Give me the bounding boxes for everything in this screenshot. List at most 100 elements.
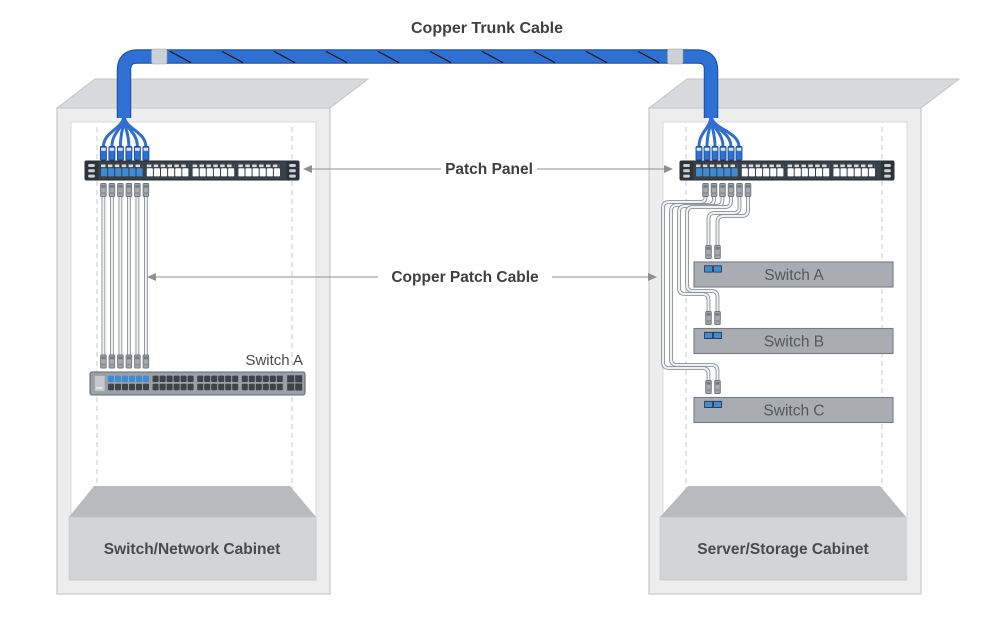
panel-port bbox=[868, 168, 875, 177]
switch-port bbox=[136, 375, 142, 382]
right-switch-c-label: Switch C bbox=[763, 402, 824, 419]
panel-port bbox=[228, 168, 235, 177]
panel-port bbox=[192, 168, 199, 177]
twist-mark bbox=[221, 50, 244, 64]
switch-port bbox=[704, 265, 713, 273]
left-patch-cords bbox=[100, 183, 150, 369]
rj45-connector-icon bbox=[705, 245, 712, 259]
mount-hole-icon bbox=[289, 164, 296, 167]
panel-port bbox=[756, 168, 763, 177]
trunk-cable-sleeve bbox=[151, 48, 168, 65]
trunk-cable-body bbox=[118, 50, 717, 118]
twist-mark bbox=[637, 50, 660, 64]
twist-mark bbox=[169, 50, 192, 64]
panel-port bbox=[854, 168, 861, 177]
switch-port bbox=[204, 383, 211, 391]
left-switch-ports bbox=[108, 375, 303, 391]
switch-port bbox=[115, 383, 121, 391]
mount-hole-icon bbox=[289, 174, 296, 178]
switch-port bbox=[197, 375, 204, 382]
switch-port bbox=[218, 383, 225, 391]
rj45-connector-icon bbox=[744, 183, 752, 197]
switch-port bbox=[166, 383, 173, 391]
switch-port bbox=[159, 375, 166, 382]
trunk-connector-icon bbox=[695, 146, 703, 161]
mount-hole-icon bbox=[683, 169, 690, 173]
panel-port bbox=[238, 168, 245, 177]
switch-port bbox=[180, 383, 187, 391]
left-cabinet-top-face bbox=[55, 78, 370, 109]
rj45-connector-icon bbox=[714, 311, 721, 325]
panel-port bbox=[266, 168, 273, 177]
switch-port bbox=[129, 375, 135, 382]
panel-port bbox=[108, 168, 115, 177]
left-switch bbox=[89, 371, 306, 396]
panel-port bbox=[748, 168, 755, 177]
right-pedestal-top bbox=[660, 486, 906, 517]
switch-port bbox=[115, 375, 121, 382]
diagram-title: Copper Trunk Cable bbox=[411, 20, 563, 37]
trunk-connector-icon bbox=[133, 146, 141, 161]
panel-port bbox=[703, 168, 710, 177]
trunk-fanout-connectors bbox=[99, 146, 743, 161]
panel-port bbox=[763, 168, 770, 177]
switch-port bbox=[218, 375, 225, 382]
switch-port bbox=[122, 375, 128, 382]
switch-port bbox=[713, 400, 722, 408]
left-switch-body bbox=[89, 371, 306, 396]
rj45-connector-icon bbox=[710, 183, 718, 197]
switch-port bbox=[713, 331, 722, 339]
panel-port bbox=[161, 168, 168, 177]
switch-port bbox=[122, 383, 128, 391]
switch-port bbox=[143, 383, 149, 391]
panel-port bbox=[696, 168, 703, 177]
left-pedestal-front bbox=[68, 516, 317, 581]
trunk-connector-icon bbox=[142, 146, 150, 161]
left-patch-panel bbox=[84, 160, 300, 181]
switch-port bbox=[173, 375, 180, 382]
right-patch-panel bbox=[679, 160, 895, 181]
trunk-connector-icon bbox=[711, 146, 719, 161]
panel-port bbox=[823, 168, 830, 177]
switch-port bbox=[248, 375, 255, 382]
switch-port bbox=[143, 375, 149, 382]
switch-port bbox=[136, 383, 142, 391]
panel-port bbox=[221, 168, 228, 177]
panel-port bbox=[259, 168, 266, 177]
rj45-connector-icon bbox=[108, 354, 116, 369]
mount-hole-icon bbox=[88, 169, 95, 173]
rj45-connector-icon bbox=[125, 183, 133, 197]
switch-port bbox=[108, 375, 114, 382]
trunk-connector-icon bbox=[108, 146, 116, 161]
twist-mark bbox=[377, 50, 400, 64]
arrowhead-left-icon bbox=[147, 273, 156, 281]
arrowhead-right-icon bbox=[648, 273, 657, 281]
switch-port bbox=[197, 383, 204, 391]
copper-patch-cable-label: Copper Patch Cable bbox=[391, 269, 539, 286]
panel-port bbox=[213, 168, 220, 177]
switch-port bbox=[704, 400, 713, 408]
switch-port bbox=[241, 375, 248, 382]
left-pedestal-top bbox=[69, 486, 316, 517]
mount-hole-icon bbox=[884, 169, 891, 173]
right-switch-b-body bbox=[693, 327, 894, 355]
rj45-connector-icon bbox=[727, 183, 735, 197]
switch-port bbox=[232, 375, 239, 382]
trunk-connector-icon bbox=[735, 146, 743, 161]
trunk-fanout-cable bbox=[709, 114, 741, 148]
panel-port bbox=[724, 168, 731, 177]
panel-port bbox=[136, 168, 143, 177]
switch-port bbox=[248, 383, 255, 391]
trunk-connector-icon bbox=[703, 146, 711, 161]
mount-hole-icon bbox=[683, 164, 690, 167]
switch-port bbox=[241, 383, 248, 391]
copper-patch-cable bbox=[706, 196, 742, 246]
switch-port bbox=[166, 375, 173, 382]
left-switch-label-strip bbox=[96, 387, 102, 389]
right-switch-c: Switch C bbox=[693, 396, 894, 424]
panel-port bbox=[168, 168, 175, 177]
trunk-fanout-cable bbox=[122, 114, 148, 148]
switch-port bbox=[152, 375, 159, 382]
rj45-connector-icon bbox=[125, 354, 133, 369]
